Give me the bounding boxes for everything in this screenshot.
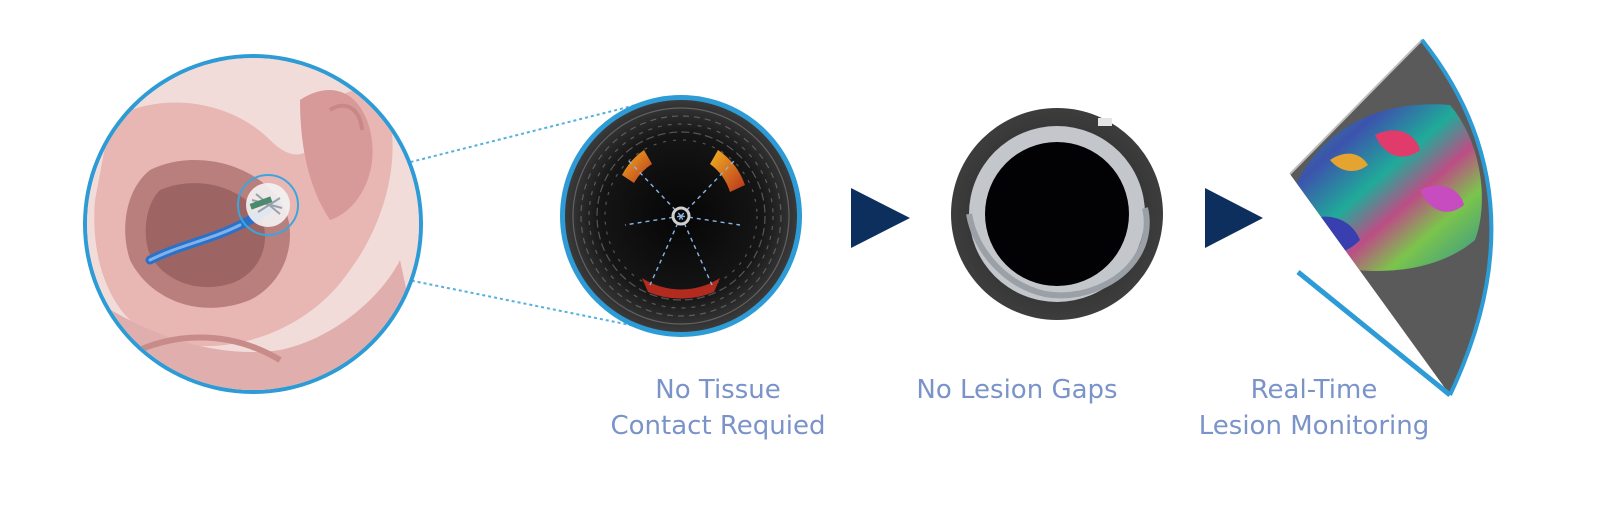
caption-line: Real-Time bbox=[1250, 375, 1378, 405]
step-caption-no-lesion-gaps: No Lesion Gaps bbox=[902, 372, 1132, 408]
zoom-lines bbox=[299, 103, 641, 328]
heart-anatomy-illustration bbox=[83, 54, 423, 394]
ablation-ring-image bbox=[951, 108, 1163, 320]
elastography-sector-image bbox=[1289, 38, 1494, 397]
right-triangle-arrow-icon bbox=[851, 188, 910, 248]
ultrasound-ring-image bbox=[560, 95, 802, 337]
step-caption-real-time-monitoring: Real-Time Lesion Monitoring bbox=[1180, 372, 1448, 444]
caption-line: Lesion Monitoring bbox=[1198, 411, 1430, 441]
right-triangle-arrow-icon bbox=[1205, 188, 1263, 248]
caption-line: No Tissue bbox=[655, 375, 781, 405]
step-caption-no-tissue-contact: No Tissue Contact Requied bbox=[598, 372, 838, 444]
caption-line: No Lesion Gaps bbox=[916, 375, 1118, 405]
caption-line: Contact Requied bbox=[610, 411, 826, 441]
